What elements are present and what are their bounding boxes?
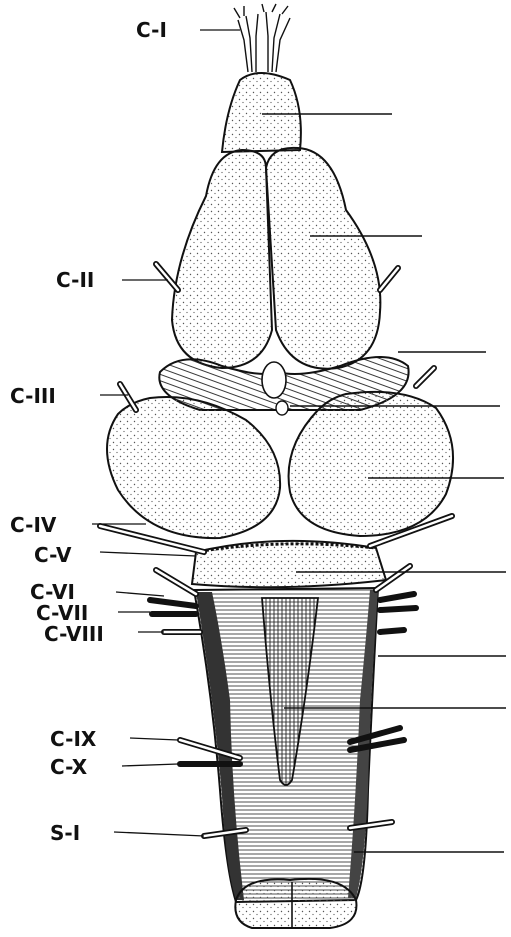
label-c8: C-VIII xyxy=(44,622,104,646)
label-c10: C-X xyxy=(50,755,88,779)
spinal-cord-end xyxy=(235,879,356,928)
label-c2: C-II xyxy=(56,268,94,292)
label-c5: C-V xyxy=(34,543,72,567)
pineal-body xyxy=(262,362,286,398)
label-c3: C-III xyxy=(10,384,56,408)
label-c1: C-I xyxy=(136,18,167,42)
label-s1: S-I xyxy=(50,821,80,845)
cerebral-hemisphere-right xyxy=(266,148,380,369)
label-c9: C-IX xyxy=(50,727,97,751)
cerebral-hemisphere-left xyxy=(172,150,272,368)
olfactory-bulb xyxy=(222,73,301,152)
optic-lobe-right xyxy=(289,392,453,536)
olfactory-nerve xyxy=(234,4,290,72)
label-c4: C-IV xyxy=(10,513,57,537)
optic-lobe-left xyxy=(107,397,280,538)
epiphysis-stalk xyxy=(276,401,288,415)
